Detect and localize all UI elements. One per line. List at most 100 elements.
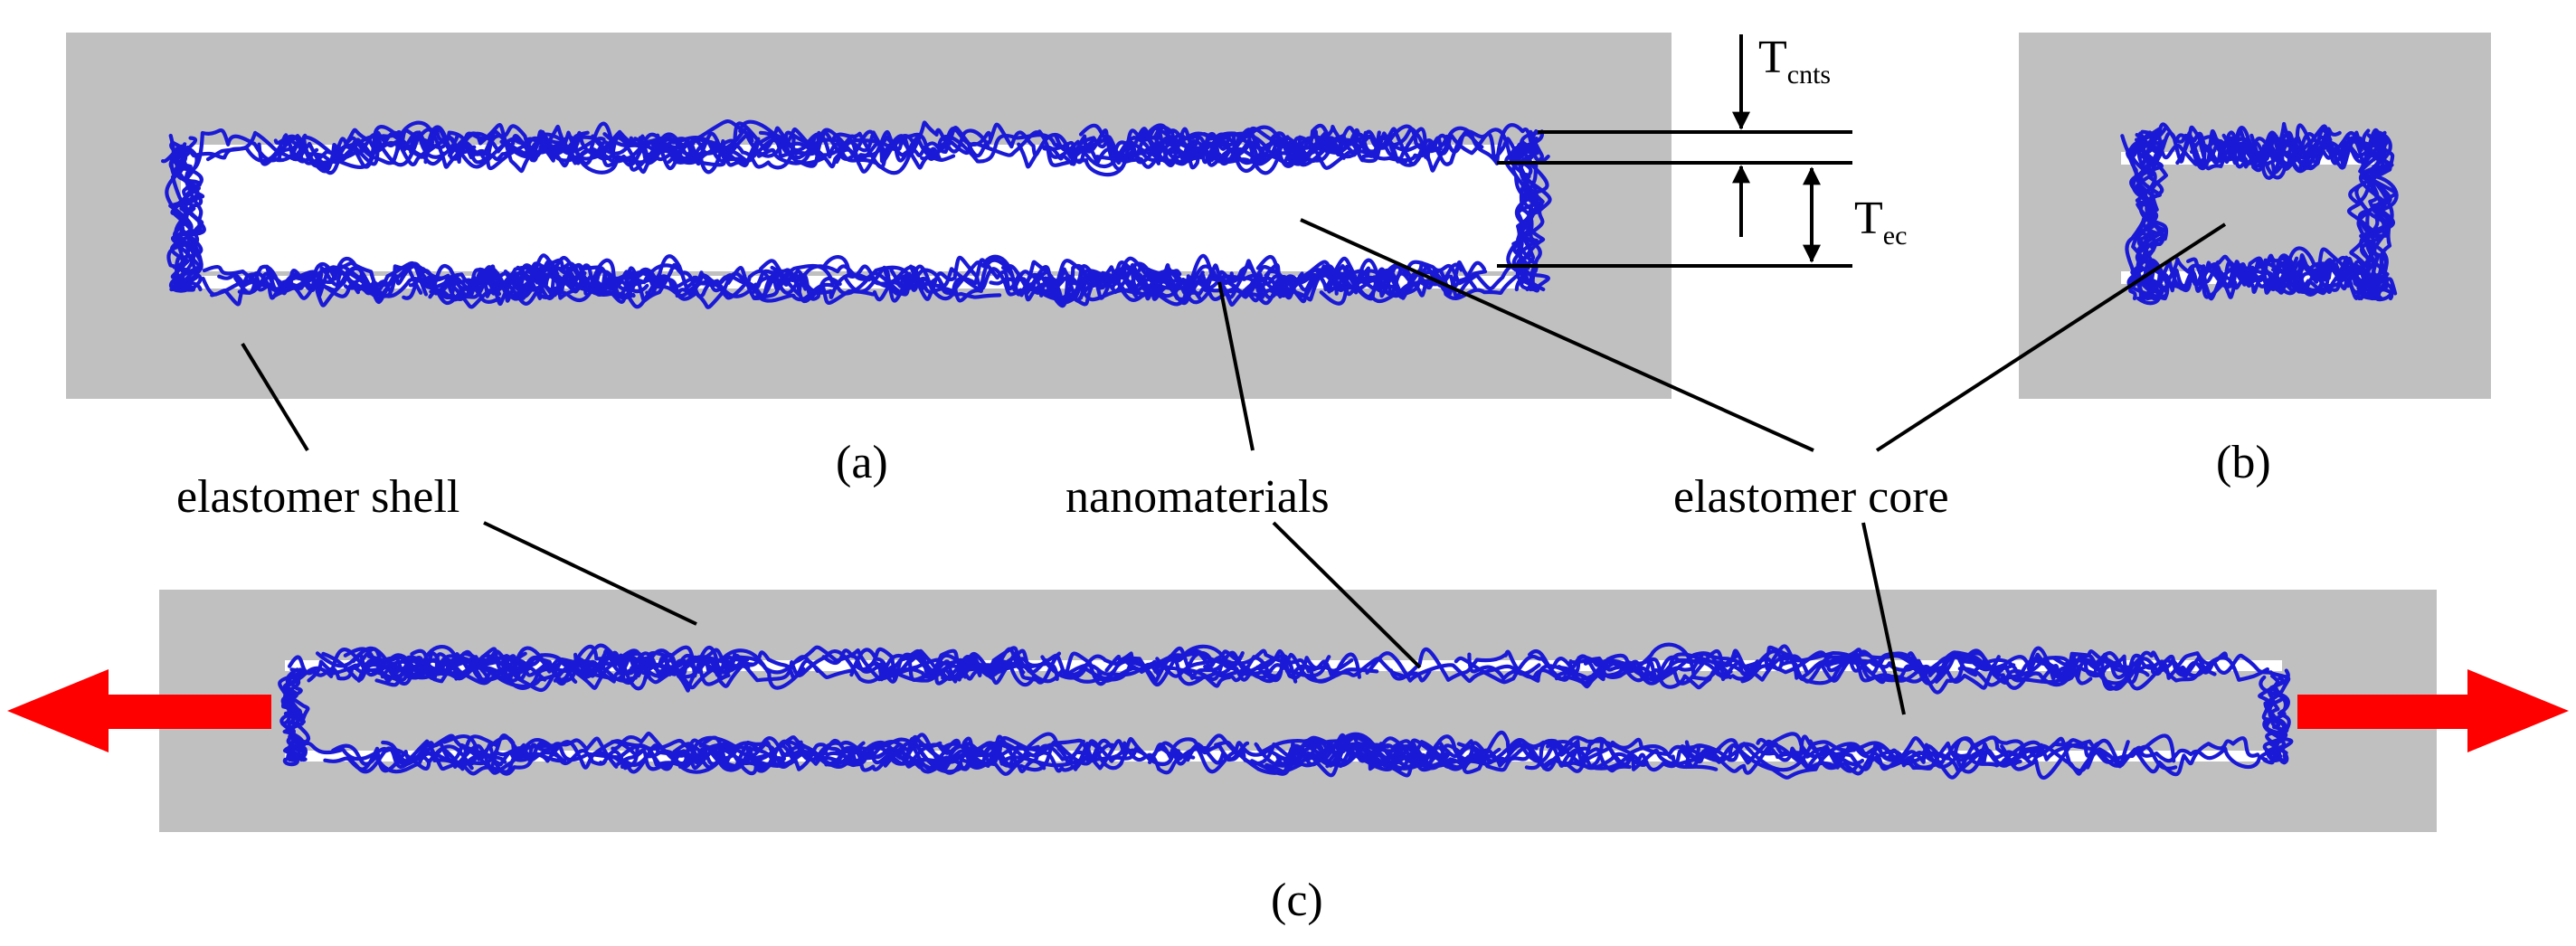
nanomaterial-fiber: [886, 258, 1044, 303]
nanomaterial-fiber: [1583, 648, 1760, 686]
nanomaterial-fiber: [1185, 649, 1361, 684]
t-cnts-label: Tcnts: [1758, 32, 1831, 90]
nanomaterial-fiber: [1229, 264, 1387, 302]
nanomaterial-fiber: [1623, 652, 1799, 682]
nanomaterial-fiber: [346, 733, 523, 776]
nanomaterial-fiber: [1546, 740, 1722, 771]
nanomaterial-fiber: [937, 133, 1095, 164]
nanomaterial-fiber: [330, 260, 488, 309]
nanomaterial-fiber: [275, 120, 433, 170]
leader-shell-a: [241, 342, 309, 452]
nanomaterial-fiber: [567, 131, 726, 171]
nanomaterial-fiber: [1808, 739, 1984, 776]
nanomaterial-fiber: [1524, 737, 1700, 771]
nanomaterial-fiber: [649, 266, 808, 300]
right-stretch-arrow: [2297, 669, 2569, 752]
nanomaterial-fiber: [1556, 652, 1732, 682]
nanomaterial-fiber: [1511, 129, 1544, 292]
leader-nano-a: [1217, 281, 1255, 451]
nanomaterial-fiber: [426, 264, 584, 303]
nanomaterial-fiber: [391, 739, 567, 771]
nanomaterial-fiber: [270, 260, 429, 300]
nanomaterial-fiber: [282, 675, 306, 762]
nanomaterial-fiber: [1326, 128, 1484, 167]
nanomaterial-fiber: [1519, 140, 1545, 292]
nanomaterial-fiber: [758, 130, 917, 175]
panel-b-elastomer-shell: [2019, 33, 2491, 399]
nanomaterial-fiber: [962, 736, 1139, 767]
nanomaterial-fiber: [429, 258, 587, 307]
nanomaterial-fiber: [553, 643, 729, 683]
nanomaterial-fiber: [791, 645, 968, 682]
nanomaterial-fiber: [1688, 739, 1865, 767]
nanomaterial-fiber: [1519, 130, 1549, 292]
nanomaterial-fiber: [1454, 654, 1630, 685]
nanomaterial-fiber: [596, 126, 754, 174]
nanomaterial-fiber: [909, 739, 1085, 772]
nanomaterial-fiber: [1305, 734, 1482, 771]
nanomaterial-fiber: [480, 265, 639, 298]
nanomaterial-fiber: [1209, 125, 1368, 173]
nanomaterial-fiber: [1178, 648, 1354, 682]
nanomaterial-fiber: [1908, 738, 2085, 769]
nanomaterial-fiber: [2083, 736, 2260, 777]
nanomaterial-fiber: [1037, 129, 1196, 168]
nanomaterial-fiber: [1542, 735, 1719, 771]
nanomaterial-fiber: [381, 733, 557, 775]
nanomaterial-fiber: [2258, 681, 2294, 765]
left-stretch-arrow: [7, 669, 271, 752]
nanomaterial-fiber: [1684, 740, 1861, 780]
leader-core-c: [1861, 522, 1906, 715]
nanomaterial-fiber: [1467, 652, 1643, 689]
nanomaterial-fiber: [2131, 127, 2161, 301]
nanomaterial-fiber: [1122, 646, 1298, 684]
nanomaterial-fiber: [2259, 134, 2372, 171]
nanomaterial-fiber: [781, 128, 940, 169]
dimension-annotations: Tcnts Tec: [1497, 32, 1907, 268]
nanomaterial-fiber: [1867, 735, 2043, 780]
nanomaterial-fiber: [1254, 735, 1430, 771]
nanomaterial-fiber: [559, 651, 735, 682]
nanomaterial-fiber: [989, 265, 1147, 308]
leader-core-b: [1875, 222, 2227, 452]
nanomaterial-fiber: [920, 130, 1078, 161]
nanomaterial-fiber: [832, 120, 990, 169]
nanomaterial-fiber: [643, 645, 819, 688]
nanomaterial-fiber: [677, 275, 835, 303]
nanomaterial-fiber: [374, 655, 551, 687]
leader-shell-c: [483, 521, 697, 626]
nanomaterial-fiber: [356, 647, 533, 683]
nanomaterial-fiber: [1130, 264, 1288, 305]
nanomaterial-fiber: [835, 127, 993, 174]
nanomaterial-fiber: [611, 731, 787, 776]
nanomaterial-fiber: [610, 736, 786, 771]
nanomaterial-fiber: [663, 130, 821, 167]
nanomaterial-fiber: [721, 649, 897, 684]
nanomaterial-fiber: [2097, 650, 2273, 691]
panel-b-caption: (b): [2216, 437, 2271, 488]
panel-a: [66, 33, 1672, 399]
nanomaterial-fiber: [620, 743, 797, 770]
nanomaterial-fiber: [1974, 652, 2150, 685]
label-elastomer-core: elastomer core: [1673, 471, 1949, 523]
nanomaterial-fiber: [233, 264, 392, 300]
panel-b: [2019, 33, 2491, 399]
nanomaterial-fiber: [1917, 653, 2093, 695]
nanomaterial-fiber: [1069, 127, 1227, 166]
leader-core-a: [1300, 218, 1814, 452]
nanomaterial-fiber: [2186, 256, 2299, 301]
nanomaterial-fiber: [1325, 741, 1501, 771]
nanomaterial-fiber: [2155, 254, 2268, 293]
panel-c: [7, 590, 2569, 832]
nanomaterial-fiber: [1284, 123, 1443, 163]
nanomaterial-fiber: [2249, 255, 2362, 293]
nanomaterial-fiber: [2127, 134, 2169, 301]
nanomaterial-fiber: [672, 747, 848, 774]
nanomaterial-fiber: [2220, 124, 2333, 166]
panel-a-caption: (a): [836, 437, 888, 488]
nanomaterial-fiber: [2359, 130, 2391, 301]
nanomaterial-fiber: [1148, 733, 1324, 764]
panel-a-nanomaterial-network: [161, 119, 1552, 309]
nanomaterial-fiber: [1957, 648, 2134, 687]
